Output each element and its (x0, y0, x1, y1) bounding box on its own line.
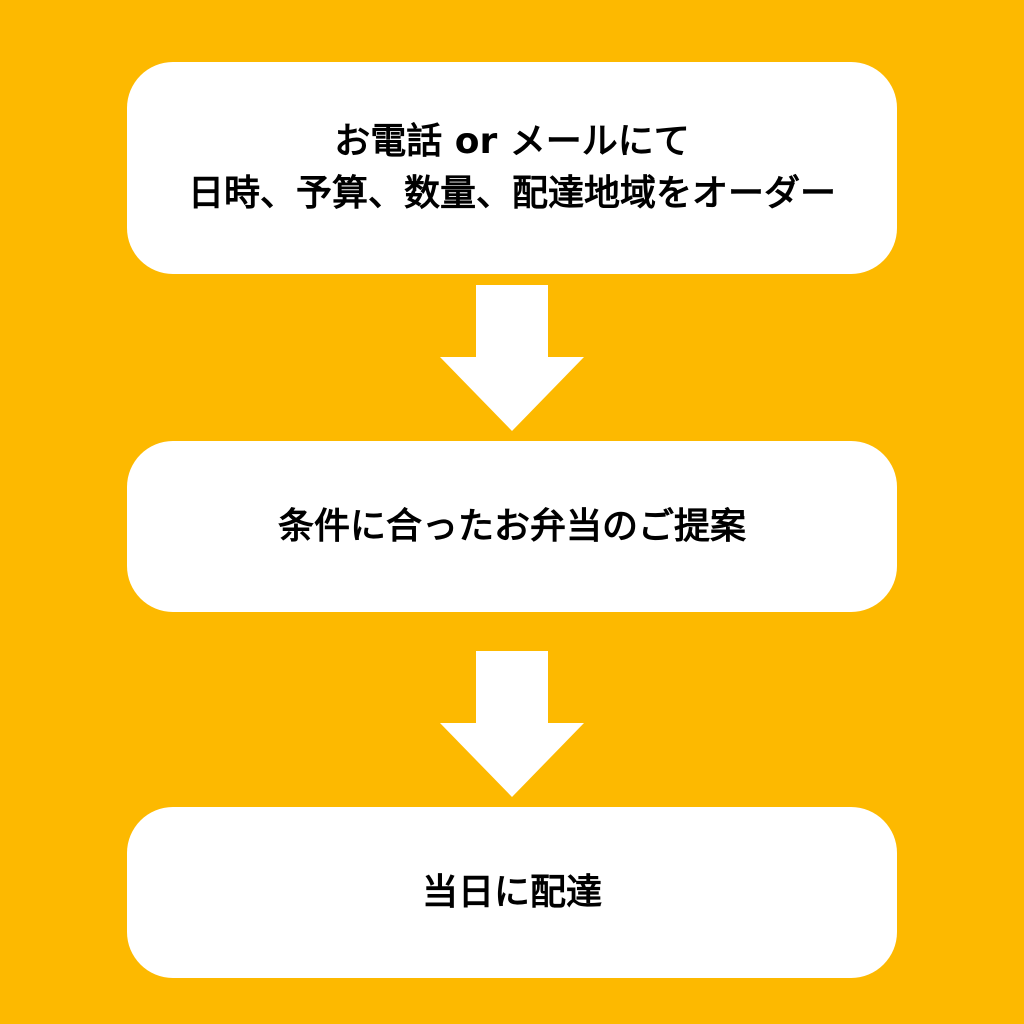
step-2-box: 条件に合ったお弁当のご提案 (127, 441, 897, 612)
step-1-line-2: 日時、予算、数量、配達地域をオーダー (187, 173, 836, 214)
down-arrow-icon (440, 651, 584, 797)
step-3-line-1: 当日に配達 (421, 871, 602, 913)
step-1-line-1: お電話 or メールにて (334, 121, 690, 162)
down-arrow-icon (440, 285, 584, 431)
step-1-box: お電話 or メールにて 日時、予算、数量、配達地域をオーダー (127, 62, 897, 274)
step-2-line-1: 条件に合ったお弁当のご提案 (277, 505, 746, 547)
step-3-box: 当日に配達 (127, 807, 897, 978)
